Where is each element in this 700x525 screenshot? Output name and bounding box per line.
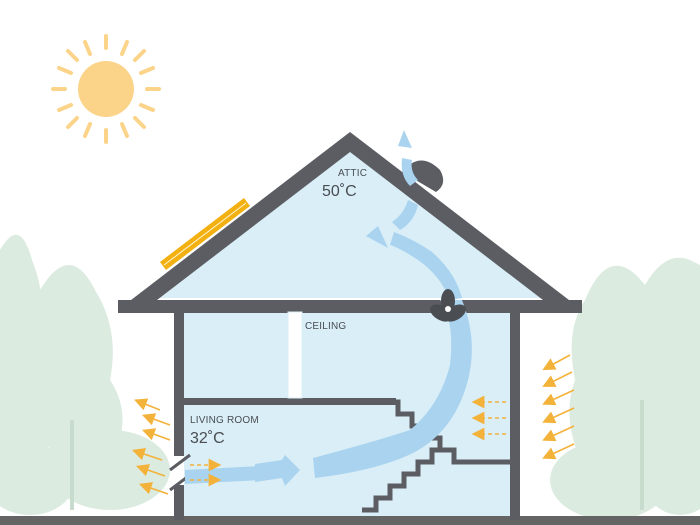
heat-arrows-left: [131, 398, 222, 495]
roof: [118, 132, 582, 313]
attic-temperature: 50˚C: [322, 183, 357, 200]
walls: [174, 306, 520, 520]
ground: [0, 516, 700, 525]
solar-panel-icon: [160, 198, 250, 270]
ceiling-label: CEILING: [305, 321, 346, 332]
vertical-duct: [287, 311, 303, 399]
trees-left: [0, 234, 170, 515]
sun-icon: [51, 34, 161, 144]
heat-arrows-right: [471, 354, 575, 460]
attic-fan-icon: [430, 289, 466, 322]
living-room-label: LIVING ROOM: [190, 415, 259, 426]
roof-vent-icon: [402, 160, 444, 192]
attic-label: ATTIC: [338, 168, 367, 179]
living-room-temperature: 32˚C: [190, 430, 225, 447]
trees-right: [550, 257, 700, 520]
ceiling-floor: [184, 398, 396, 405]
